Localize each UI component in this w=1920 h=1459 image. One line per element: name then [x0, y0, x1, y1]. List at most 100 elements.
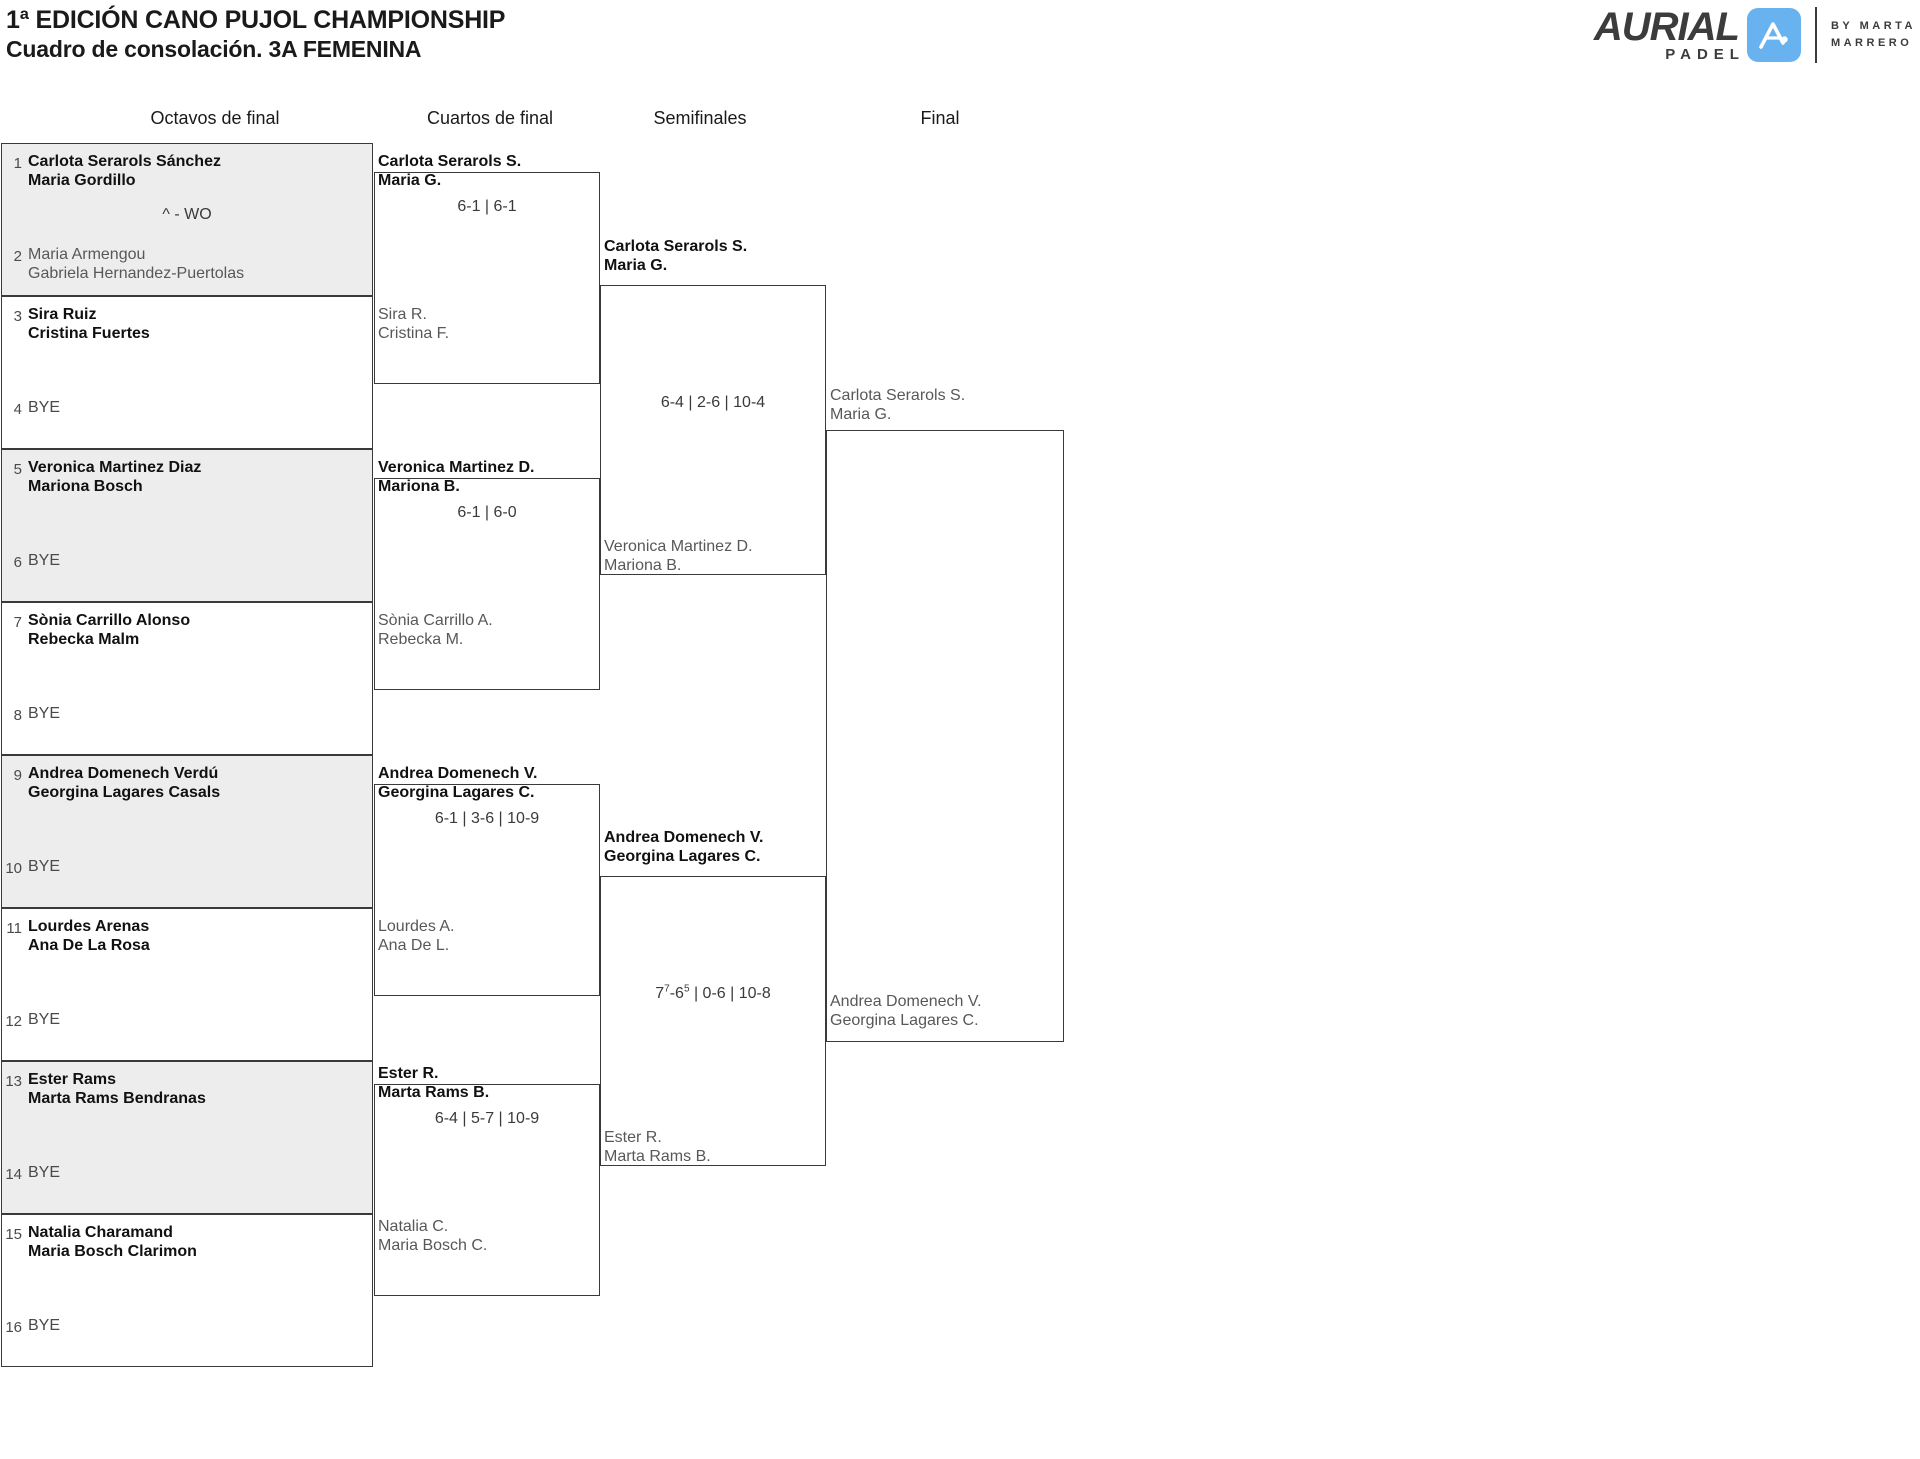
logo-padel-text: PADEL — [1665, 45, 1745, 63]
round1-slot[interactable]: 16 BYE — [2, 1316, 372, 1336]
player-names: BYE — [28, 552, 61, 569]
seed-number: 1 — [13, 155, 22, 172]
round-header-final: Final — [920, 108, 960, 128]
brand-logo: AURIAL PADEL BY MARTA MARRERO — [1594, 4, 1916, 66]
page-title: 1ª EDICIÓN CANO PUJOL CHAMPIONSHIP Cuadr… — [6, 6, 505, 64]
seed-number: 11 — [6, 920, 22, 937]
logo-aurial-text: AURIAL — [1593, 4, 1740, 49]
seed-number: 12 — [5, 1013, 22, 1030]
seed-number: 13 — [5, 1073, 22, 1090]
player-names: BYE — [28, 1317, 61, 1334]
match-score: 6-1 | 6-0 — [457, 504, 517, 521]
tournament-name: 1ª EDICIÓN CANO PUJOL CHAMPIONSHIP — [6, 6, 506, 34]
seed-number: 9 — [13, 767, 22, 784]
match-score: 6-4 | 2-6 | 10-4 — [660, 394, 766, 411]
round-header-cuartos: Cuartos de final — [426, 108, 554, 128]
match-winner: Carlota Serarols S.Maria G. — [378, 153, 522, 189]
logo-byline-2: MARRERO — [1830, 37, 1913, 49]
round1-slot[interactable]: 10 BYE — [2, 857, 372, 877]
round2-match[interactable] — [374, 478, 600, 690]
round1-score: ^ - WO — [162, 206, 212, 223]
match-score: 77-65 | 0-6 | 10-8 — [655, 983, 771, 1002]
round2-match[interactable] — [374, 172, 600, 384]
match-loser: Sira R.Cristina F. — [378, 306, 450, 342]
seed-number: 5 — [13, 461, 22, 478]
match-score: 6-4 | 5-7 | 10-9 — [434, 1110, 540, 1127]
seed-number: 3 — [13, 308, 22, 325]
round-header-semifinales: Semifinales — [653, 108, 747, 128]
round2-match[interactable] — [374, 784, 600, 996]
match-winner: Andrea Domenech V.Georgina Lagares C. — [604, 829, 764, 865]
bracket-subtitle: Cuadro de consolación. 3A FEMENINA — [6, 36, 422, 62]
player-names: BYE — [28, 1011, 61, 1028]
round1-slot[interactable]: 8 BYE — [2, 704, 372, 724]
final-entry-bottom: Andrea Domenech V.Georgina Lagares C. — [830, 993, 982, 1029]
player-names: BYE — [28, 858, 61, 875]
seed-number: 8 — [13, 707, 22, 724]
match-score: 6-1 | 6-1 — [457, 198, 517, 215]
round1-slot[interactable]: 6 BYE — [2, 551, 372, 571]
round-header-octavos: Octavos de final — [150, 108, 280, 128]
match-winner: Andrea Domenech V.Georgina Lagares C. — [378, 765, 538, 801]
match-loser: Natalia C.Maria Bosch C. — [378, 1218, 488, 1254]
round3-match[interactable] — [600, 285, 826, 575]
seed-number: 6 — [13, 554, 22, 571]
match-winner: Carlota Serarols S.Maria G. — [604, 238, 748, 274]
logo-wordmark: AURIAL PADEL — [1593, 4, 1740, 63]
seed-number: 10 — [5, 860, 22, 877]
seed-number: 4 — [13, 401, 22, 418]
match-winner: Veronica Martinez D.Mariona B. — [378, 459, 535, 495]
match-winner: Ester R.Marta Rams B. — [378, 1065, 490, 1101]
player-names: BYE — [28, 705, 61, 722]
final-entry-top: Carlota Serarols S.Maria G. — [830, 387, 966, 423]
round3-match[interactable] — [600, 876, 826, 1166]
seed-number: 15 — [5, 1226, 22, 1243]
seed-number: 16 — [5, 1319, 22, 1336]
match-loser: Ester R.Marta Rams B. — [604, 1129, 711, 1165]
match-loser: Lourdes A.Ana De L. — [378, 918, 455, 954]
seed-number: 14 — [5, 1166, 22, 1183]
player-names: BYE — [28, 399, 61, 416]
logo-byline: BY MARTA MARRERO — [1831, 18, 1916, 52]
match-score: 6-1 | 3-6 | 10-9 — [434, 810, 540, 827]
round1-slot[interactable]: 4 BYE — [2, 398, 372, 418]
seed-number: 7 — [13, 614, 22, 631]
player-names: BYE — [28, 1164, 61, 1181]
logo-byline-1: BY MARTA — [1830, 20, 1916, 32]
match-loser: Sònia Carrillo A.Rebecka M. — [378, 612, 493, 648]
seed-number: 2 — [13, 248, 22, 265]
aurial-a-mark-icon — [1746, 8, 1801, 62]
round1-slot[interactable]: 12 BYE — [2, 1010, 372, 1030]
round1-slot[interactable]: 14 BYE — [2, 1163, 372, 1183]
logo-divider — [1814, 7, 1817, 63]
round2-match[interactable] — [374, 1084, 600, 1296]
round4-match[interactable] — [826, 430, 1064, 1042]
